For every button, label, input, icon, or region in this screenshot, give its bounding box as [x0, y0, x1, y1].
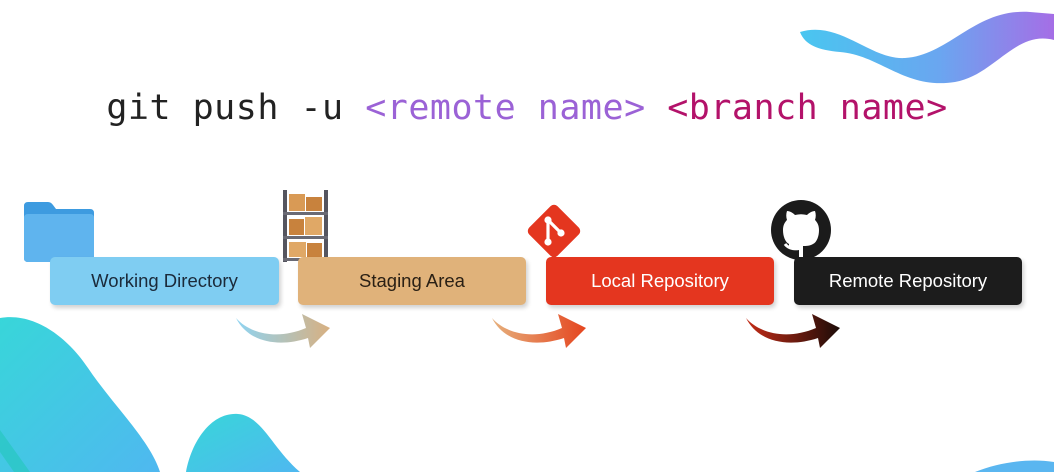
git-logo-icon — [527, 204, 581, 258]
top-right-wave — [800, 11, 1054, 84]
shelves-icon — [283, 190, 328, 262]
bottom-mid-blob — [186, 413, 300, 472]
arrow-staging-to-local — [492, 314, 586, 348]
stage-staging-area: Staging Area — [298, 257, 526, 305]
folder-icon — [24, 202, 94, 262]
arrow-working-to-staging — [236, 314, 330, 348]
github-logo-icon — [771, 200, 831, 260]
bottom-left-stripe — [0, 430, 30, 472]
command-remote-name: <remote name> — [365, 88, 646, 128]
git-command: git push -u <remote name> <branch name> — [0, 88, 1054, 128]
stage-working-directory: Working Directory — [50, 257, 279, 305]
command-base: git push -u — [106, 88, 366, 128]
arrow-local-to-remote — [746, 314, 840, 348]
command-separator — [646, 88, 668, 128]
bottom-right-wave — [975, 460, 1054, 472]
command-branch-name: <branch name> — [667, 88, 948, 128]
bottom-left-blob — [0, 317, 160, 472]
stage-local-repository: Local Repository — [546, 257, 774, 305]
stage-remote-repository: Remote Repository — [794, 257, 1022, 305]
